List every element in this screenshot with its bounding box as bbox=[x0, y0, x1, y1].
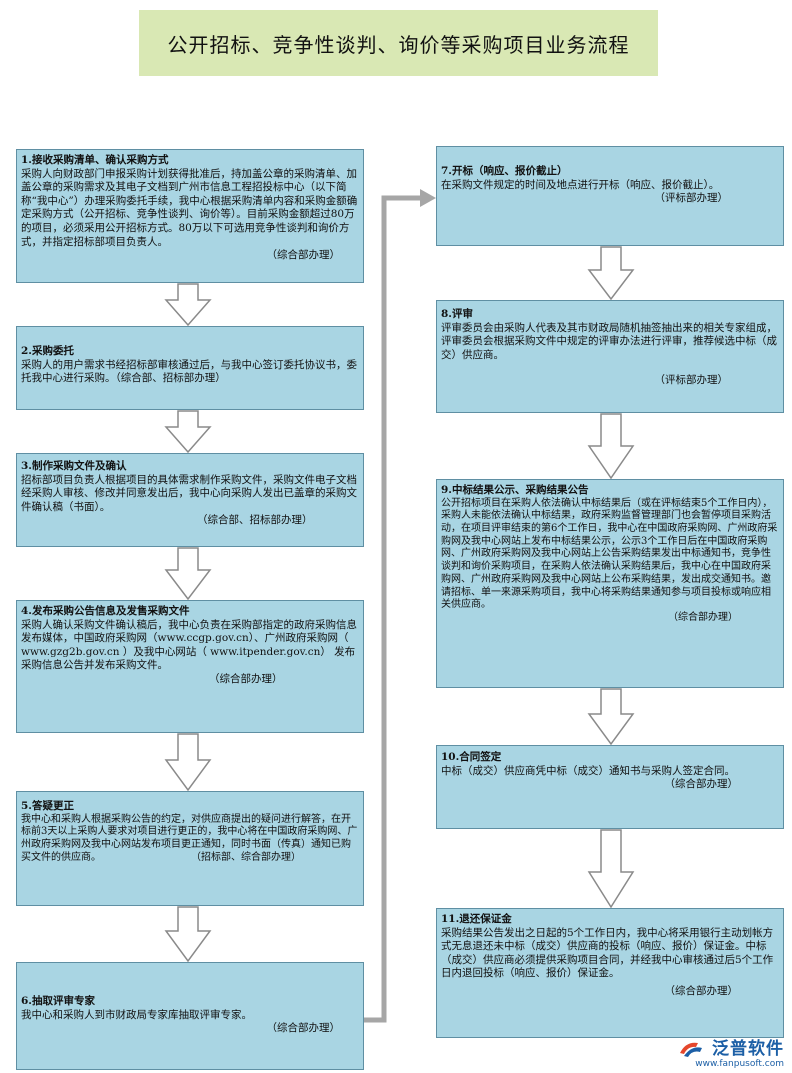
step-body: 采购人的用户需求书经招标部审核通过后，与我中心签订委托协议书，委托我中心进行采购… bbox=[21, 358, 357, 385]
step-heading: 1.接收采购清单、确认采购方式 bbox=[21, 154, 169, 166]
step-heading: 11.退还保证金 bbox=[441, 913, 512, 925]
down-arrow-icon bbox=[587, 829, 635, 909]
step-5-box: 5.答疑更正 我中心和采购人根据采购公告的约定，对供应商提出的疑问进行解答，在开… bbox=[16, 791, 364, 906]
step-heading: 5.答疑更正 bbox=[21, 800, 74, 812]
down-arrow-icon bbox=[587, 246, 635, 301]
step-heading: 3.制作采购文件及确认 bbox=[21, 460, 127, 472]
step-dept: （评标部办理） bbox=[654, 192, 729, 205]
step-2-box: 2.采购委托 采购人的用户需求书经招标部审核通过后，与我中心签订委托协议书，委托… bbox=[16, 326, 364, 410]
step-heading: 7.开标（响应、报价截止） bbox=[441, 165, 568, 177]
down-arrow-icon bbox=[587, 688, 635, 746]
step-1-box: 1.接收采购清单、确认采购方式 采购人向财政部门申报采购计划获得批准后，持加盖公… bbox=[16, 149, 364, 283]
step-heading: 2.采购委托 bbox=[21, 345, 74, 357]
step-heading: 4.发布采购公告信息及发售采购文件 bbox=[21, 605, 190, 617]
connector-arrow-icon bbox=[364, 189, 436, 1023]
watermark-url: www.fanpusoft.com bbox=[695, 1059, 784, 1069]
step-4-box: 4.发布采购公告信息及发售采购文件 采购人确认采购文件确认稿后，我中心负责在采购… bbox=[16, 600, 364, 733]
step-body: 公开招标项目在采购人依法确认中标结果后（或在评标结束5个工作日内），采购人未能依… bbox=[441, 497, 778, 611]
step-8-box: 8.评审 评审委员会由采购人代表及其市财政局随机抽签抽出来的相关专家组成，评审委… bbox=[436, 300, 784, 413]
step-body: 采购人确认采购文件确认稿后，我中心负责在采购部指定的政府采购信息发布媒体，中国政… bbox=[21, 618, 357, 672]
down-arrow-icon bbox=[164, 906, 212, 963]
watermark-name: 泛普软件 bbox=[712, 1038, 784, 1059]
page-title: 公开招标、竞争性谈判、询价等采购项目业务流程 bbox=[139, 10, 658, 76]
fanpu-logo-icon bbox=[679, 1042, 702, 1057]
down-arrow-icon bbox=[164, 410, 212, 454]
step-dept: （评标部办理） bbox=[654, 374, 729, 387]
step-body: 我中心和采购人到市财政局专家库抽取评审专家。 bbox=[21, 1008, 252, 1021]
step-heading: 10.合同签定 bbox=[441, 751, 502, 763]
step-9-box: 9.中标结果公示、采购结果公告 公开招标项目在采购人依法确认中标结果后（或在评标… bbox=[436, 479, 784, 688]
step-body: 招标部项目负责人根据项目的具体需求制作采购文件，采购文件电子文档经采购人审核、修… bbox=[21, 473, 357, 513]
step-heading: 6.抽取评审专家 bbox=[21, 995, 95, 1007]
step-heading: 9.中标结果公示、采购结果公告 bbox=[441, 484, 589, 496]
step-10-box: 10.合同签定 中标（成交）供应商凭中标（成交）通知书与采购人签定合同。 （综合… bbox=[436, 745, 784, 829]
step-dept: （综合部办理） bbox=[664, 984, 739, 997]
step-dept: （综合部办理） bbox=[668, 611, 738, 623]
step-dept: （综合部办理） bbox=[209, 672, 283, 685]
step-3-box: 3.制作采购文件及确认 招标部项目负责人根据项目的具体需求制作采购文件，采购文件… bbox=[16, 453, 364, 547]
down-arrow-icon bbox=[164, 283, 212, 327]
watermark: 泛普软件 www.fanpusoft.com bbox=[678, 1034, 784, 1069]
step-dept: （综合部办理） bbox=[266, 249, 341, 262]
down-arrow-icon bbox=[587, 413, 635, 480]
step-dept: （综合部办理） bbox=[266, 1022, 341, 1035]
step-body: 我中心和采购人根据采购公告的约定，对供应商提出的疑问进行解答，在开标前3天以上采… bbox=[21, 813, 358, 863]
step-heading: 8.评审 bbox=[441, 308, 473, 320]
step-11-box: 11.退还保证金 采购结果公告发出之日起的5个工作日内，我中心将采用银行主动划帐… bbox=[436, 908, 784, 1038]
step-body: 中标（成交）供应商凭中标（成交）通知书与采购人签定合同。 bbox=[441, 764, 735, 777]
step-dept: （综合部、招标部办理） bbox=[197, 514, 313, 527]
step-body: 评审委员会由采购人代表及其市财政局随机抽签抽出来的相关专家组成，评审委员会根据采… bbox=[441, 321, 777, 361]
step-body: 采购结果公告发出之日起的5个工作日内，我中心将采用银行主动划帐方式无息退还未中标… bbox=[441, 926, 774, 980]
down-arrow-icon bbox=[164, 547, 212, 601]
down-arrow-icon bbox=[164, 733, 212, 792]
step-dept: （综合部办理） bbox=[664, 778, 739, 791]
step-body: 采购人向财政部门申报采购计划获得批准后，持加盖公章的采购清单、加盖公章的采购需求… bbox=[21, 167, 358, 248]
step-7-box: 7.开标（响应、报价截止） 在采购文件规定的时间及地点进行开标（响应、报价截止）… bbox=[436, 146, 784, 246]
step-body: 在采购文件规定的时间及地点进行开标（响应、报价截止）。 bbox=[441, 178, 720, 191]
step-6-box: 6.抽取评审专家 我中心和采购人到市财政局专家库抽取评审专家。 （综合部办理） bbox=[16, 962, 364, 1070]
step-dept: （招标部、综合部办理） bbox=[191, 852, 301, 864]
